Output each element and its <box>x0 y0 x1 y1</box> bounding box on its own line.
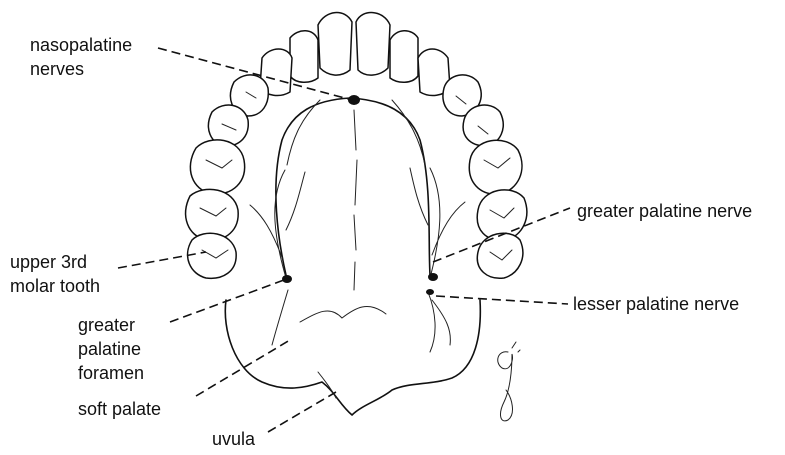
hard-palate-outline <box>276 98 430 275</box>
soft-palate-fold <box>300 306 386 322</box>
label-nasopalatine-line1: nasopalatine <box>30 35 132 55</box>
artist-signature <box>498 342 520 421</box>
label-upper-molar-line2: molar tooth <box>10 276 100 296</box>
label-soft-palate: soft palate <box>78 399 161 419</box>
right-nerve-branches <box>392 100 465 278</box>
lesser-palatine-branches <box>272 290 450 352</box>
label-nasopalatine-line2: nerves <box>30 59 84 79</box>
palatal-raphe <box>354 110 357 290</box>
label-foramen-line2: palatine <box>78 339 141 359</box>
label-foramen-line1: greater <box>78 315 135 335</box>
left-greater-palatine-foramen <box>282 275 292 283</box>
label-upper-molar-line1: upper 3rd <box>10 252 87 272</box>
label-foramen-line3: foramen <box>78 363 144 383</box>
left-nerve-branches <box>250 100 320 278</box>
leader-lesser-palatine-nerve <box>436 296 568 304</box>
leader-uvula <box>268 392 336 432</box>
palate-outline <box>225 300 480 415</box>
label-lesser-palatine-nerve: lesser palatine nerve <box>573 294 739 314</box>
lesser-palatine-foramen <box>426 289 434 295</box>
leader-foramen <box>170 280 284 322</box>
right-greater-palatine-foramen <box>428 273 438 281</box>
label-greater-palatine-nerve: greater palatine nerve <box>577 201 752 221</box>
label-uvula: uvula <box>212 429 256 449</box>
